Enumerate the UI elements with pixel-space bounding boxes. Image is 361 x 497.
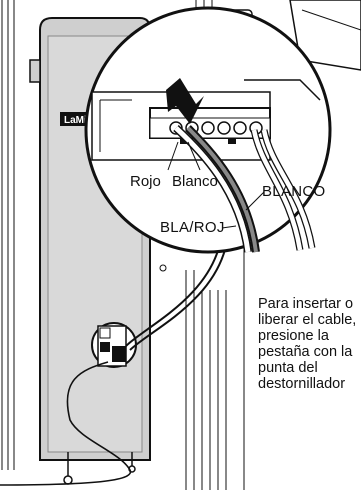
- instruction-line: punta del: [258, 360, 318, 376]
- instruction-line: liberar el cable,: [258, 312, 357, 328]
- instruction-line: presione la: [258, 328, 329, 344]
- label-blanco: Blanco: [172, 173, 218, 190]
- instruction-line: Para insertar o: [258, 296, 354, 312]
- press-arrow-icon: [166, 78, 204, 124]
- instruction-text: Para insertar o liberar el cable, presio…: [258, 296, 361, 392]
- label-rojo: Rojo: [130, 173, 161, 190]
- label-bla-roj: BLA/ROJ: [160, 219, 225, 236]
- zoom-wires: [173, 125, 316, 253]
- leader-lines: [167, 141, 265, 229]
- instruction-line: pestaña con la: [258, 344, 353, 360]
- wire-run: [0, 232, 229, 486]
- wall-control-housing: [289, 0, 361, 71]
- wall-frame-lines: [1, 0, 15, 470]
- label-blanco-caps: BLANCO: [262, 183, 326, 200]
- brand-logo: LaMi: [64, 115, 87, 126]
- bottom-terminal: [91, 322, 137, 368]
- zoom-detail-circle: [84, 6, 332, 254]
- instruction-line: destornillador: [258, 376, 346, 392]
